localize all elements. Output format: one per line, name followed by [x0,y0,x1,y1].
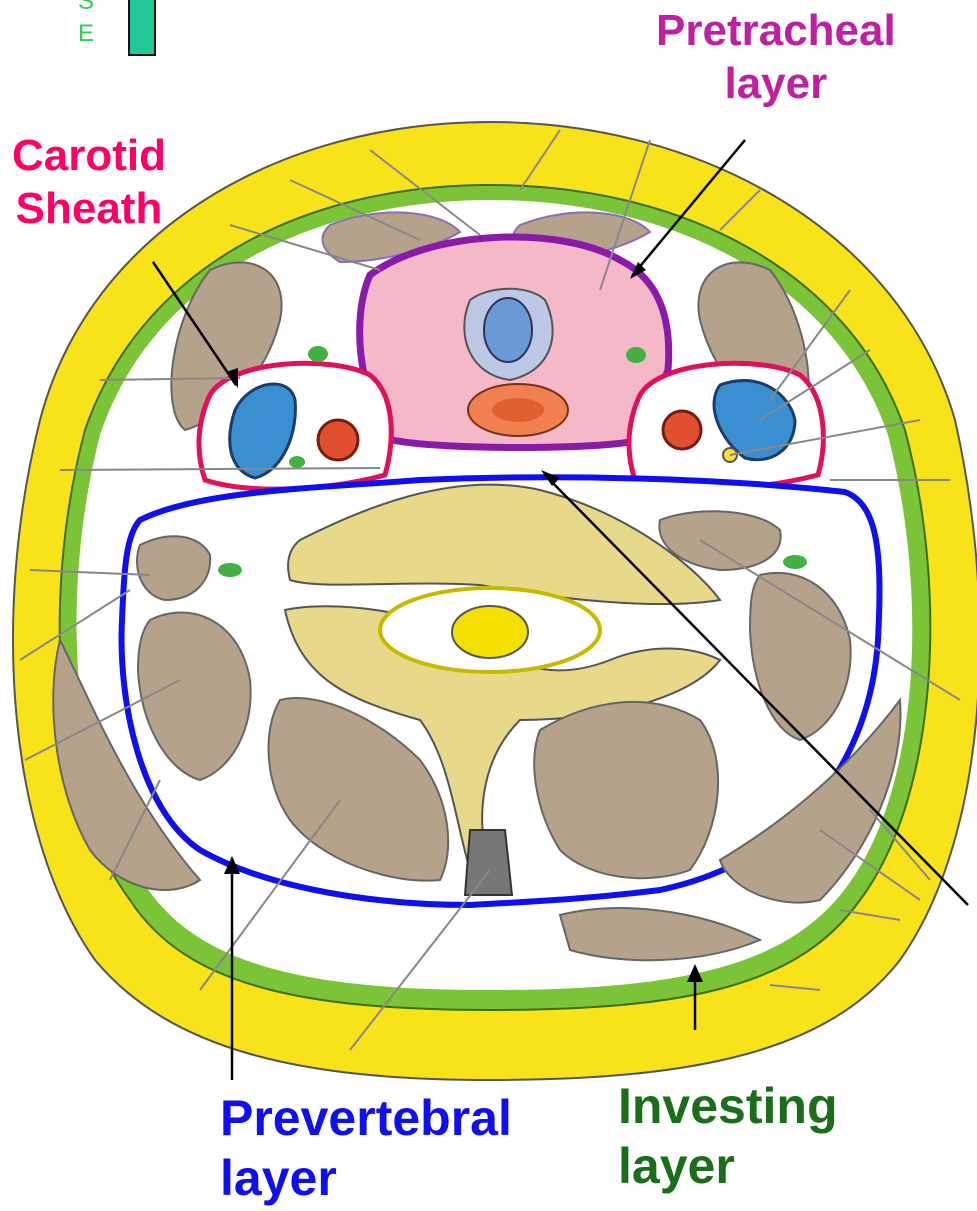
esophagus-lumen [492,398,544,422]
investing-label-line2: layer [618,1136,837,1196]
prevertebral-label-line2: layer [220,1148,512,1208]
carotid-label-line2: Sheath [12,183,166,236]
nerve-dot-4 [783,555,807,569]
nerve-dot-3 [218,563,242,577]
pretracheal-label: Pretracheal layer [656,5,896,111]
prevertebral-label: Prevertebral layer [220,1088,512,1208]
trachea-lumen [484,298,532,362]
investing-label-line1: Investing [618,1076,837,1136]
spinal-cord [452,606,528,658]
carotid-sheath-label: Carotid Sheath [12,130,166,236]
muscle-deep-right-3 [534,702,718,878]
investing-label: Investing layer [618,1076,837,1196]
carotid-label-line1: Carotid [12,130,166,183]
nerve-dot-1 [308,346,328,362]
pretracheal-label-line2: layer [656,58,896,111]
carotid-artery-left [318,420,358,460]
nuchal-ligament [465,830,512,895]
nerve-dot-2 [626,347,646,363]
prevertebral-label-line1: Prevertebral [220,1088,512,1148]
vagus-nerve-left [289,456,305,468]
pretracheal-label-line1: Pretracheal [656,5,896,58]
carotid-artery-right [663,411,701,449]
